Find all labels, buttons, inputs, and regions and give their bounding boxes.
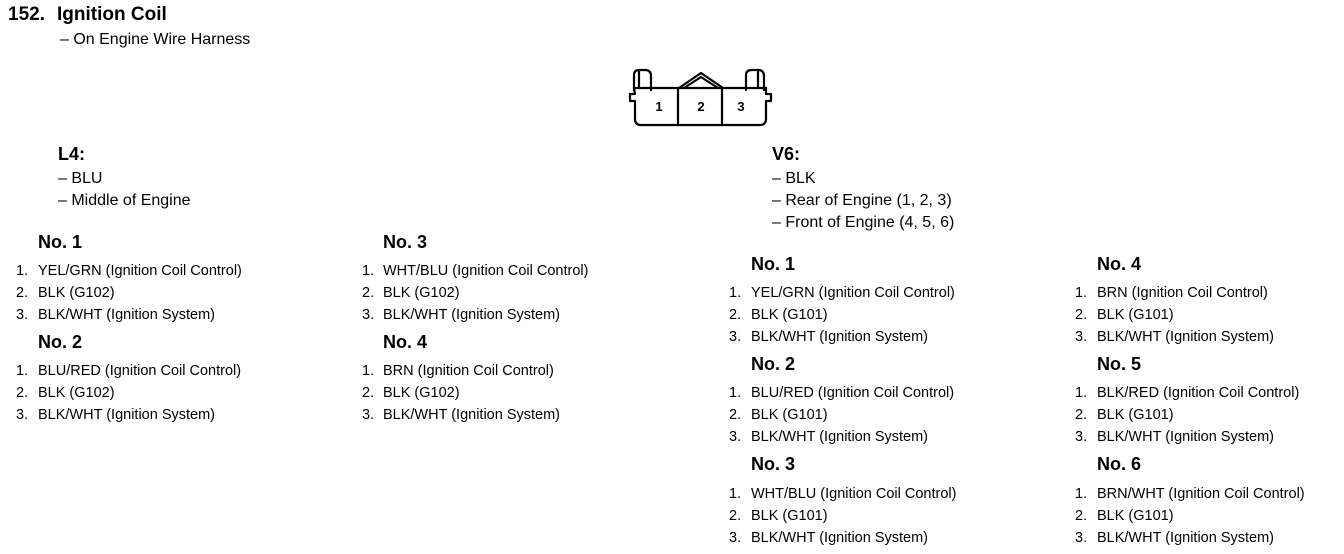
pin-number: 3. xyxy=(16,307,29,323)
pin-number: 1. xyxy=(1075,385,1088,401)
pin-wire-description: BRN/WHT (Ignition Coil Control) xyxy=(1097,486,1305,502)
pin-number: 1. xyxy=(729,385,742,401)
pin-number: 1. xyxy=(729,486,742,502)
v6-coil-3-heading: No. 3 xyxy=(751,454,796,474)
pin-number: 3. xyxy=(729,429,742,445)
pin-number: 2. xyxy=(16,285,29,301)
right-latch-shape xyxy=(744,68,766,92)
pin-number: 1. xyxy=(362,263,375,279)
pin-number: 2. xyxy=(1075,407,1088,423)
pin-number: 1. xyxy=(16,263,29,279)
pin-label-1: 1 xyxy=(655,99,662,114)
pin-wire-description: BLK/WHT (Ignition System) xyxy=(38,307,216,323)
v6-coil-2-heading: No. 2 xyxy=(751,354,796,374)
pin-label-3: 3 xyxy=(737,99,744,114)
pin-wire-description: BLK (G101) xyxy=(751,307,828,323)
pin-wire-description: BLK/WHT (Ignition System) xyxy=(1097,329,1275,345)
l4-coil-1-heading: No. 1 xyxy=(38,232,83,252)
pin-wire-description: WHT/BLU (Ignition Coil Control) xyxy=(383,263,589,279)
pin-number: 2. xyxy=(729,508,742,524)
pin-number: 3. xyxy=(1075,429,1088,445)
l4-line-location: – Middle of Engine xyxy=(58,192,191,209)
l4-heading: L4: xyxy=(58,144,85,164)
key-shape xyxy=(677,71,725,90)
page-subtitle: – On Engine Wire Harness xyxy=(60,31,251,48)
pin-wire-description: BRN (Ignition Coil Control) xyxy=(383,363,554,379)
l4-coil-2-heading: No. 2 xyxy=(38,332,83,352)
pin-wire-description: BLK/WHT (Ignition System) xyxy=(383,307,561,323)
pin-wire-description: BLK/RED (Ignition Coil Control) xyxy=(1097,385,1300,401)
pin-number: 1. xyxy=(362,363,375,379)
v6-coil-5-heading: No. 5 xyxy=(1097,354,1142,374)
pin-label-2: 2 xyxy=(697,99,704,114)
section-number: 152. xyxy=(8,4,45,25)
pin-wire-description: BLK (G101) xyxy=(751,508,828,524)
left-latch-shape xyxy=(632,68,653,92)
pin-wire-description: BLK (G102) xyxy=(383,285,460,301)
pin-wire-description: BLK (G101) xyxy=(751,407,828,423)
page-title: Ignition Coil xyxy=(57,4,167,25)
pin-wire-description: BRN (Ignition Coil Control) xyxy=(1097,285,1268,301)
pin-number: 1. xyxy=(1075,486,1088,502)
pin-number: 2. xyxy=(729,407,742,423)
pin-number: 3. xyxy=(1075,329,1088,345)
v6-line-color: – BLK xyxy=(772,170,816,187)
pin-wire-description: BLK/WHT (Ignition System) xyxy=(38,407,216,423)
pin-number: 2. xyxy=(1075,307,1088,323)
pin-wire-description: BLK (G102) xyxy=(383,385,460,401)
pin-wire-description: YEL/GRN (Ignition Coil Control) xyxy=(751,285,955,301)
pin-number: 2. xyxy=(362,385,375,401)
pin-wire-description: BLK/WHT (Ignition System) xyxy=(751,530,929,546)
v6-coil-6-heading: No. 6 xyxy=(1097,454,1142,474)
connector-diagram: 1 2 3 xyxy=(628,68,773,127)
pin-number: 3. xyxy=(16,407,29,423)
v6-line-rear: – Rear of Engine (1, 2, 3) xyxy=(772,192,952,209)
pin-wire-description: YEL/GRN (Ignition Coil Control) xyxy=(38,263,242,279)
pin-number: 3. xyxy=(1075,530,1088,546)
pin-number: 1. xyxy=(729,285,742,301)
pin-wire-description: BLK (G102) xyxy=(38,385,115,401)
pin-number: 3. xyxy=(362,407,375,423)
pin-number: 2. xyxy=(729,307,742,323)
pin-wire-description: BLU/RED (Ignition Coil Control) xyxy=(38,363,242,379)
pin-wire-description: BLK (G101) xyxy=(1097,407,1174,423)
l4-coil-3-heading: No. 3 xyxy=(383,232,428,252)
pin-wire-description: BLK/WHT (Ignition System) xyxy=(1097,530,1275,546)
pin-wire-description: BLK/WHT (Ignition System) xyxy=(751,329,929,345)
v6-coil-4-heading: No. 4 xyxy=(1097,254,1142,274)
v6-coil-1-heading: No. 1 xyxy=(751,254,796,274)
key-inner-shape xyxy=(682,75,720,90)
pin-wire-description: BLK (G102) xyxy=(38,285,115,301)
pin-number: 1. xyxy=(1075,285,1088,301)
pin-wire-description: BLK/WHT (Ignition System) xyxy=(1097,429,1275,445)
connector-body xyxy=(628,86,773,127)
pin-number: 2. xyxy=(1075,508,1088,524)
l4-line-color: – BLU xyxy=(58,170,103,187)
pin-number: 3. xyxy=(729,530,742,546)
pin-number: 2. xyxy=(362,285,375,301)
pin-wire-description: WHT/BLU (Ignition Coil Control) xyxy=(751,486,957,502)
pin-number: 3. xyxy=(729,329,742,345)
v6-line-front: – Front of Engine (4, 5, 6) xyxy=(772,214,955,231)
v6-heading: V6: xyxy=(772,144,801,164)
l4-coil-4-heading: No. 4 xyxy=(383,332,428,352)
pin-number: 3. xyxy=(362,307,375,323)
pin-wire-description: BLU/RED (Ignition Coil Control) xyxy=(751,385,955,401)
pin-wire-description: BLK/WHT (Ignition System) xyxy=(383,407,561,423)
pin-wire-description: BLK (G101) xyxy=(1097,307,1174,323)
pin-wire-description: BLK/WHT (Ignition System) xyxy=(751,429,929,445)
pin-number: 2. xyxy=(16,385,29,401)
pin-wire-description: BLK (G101) xyxy=(1097,508,1174,524)
pin-number: 1. xyxy=(16,363,29,379)
